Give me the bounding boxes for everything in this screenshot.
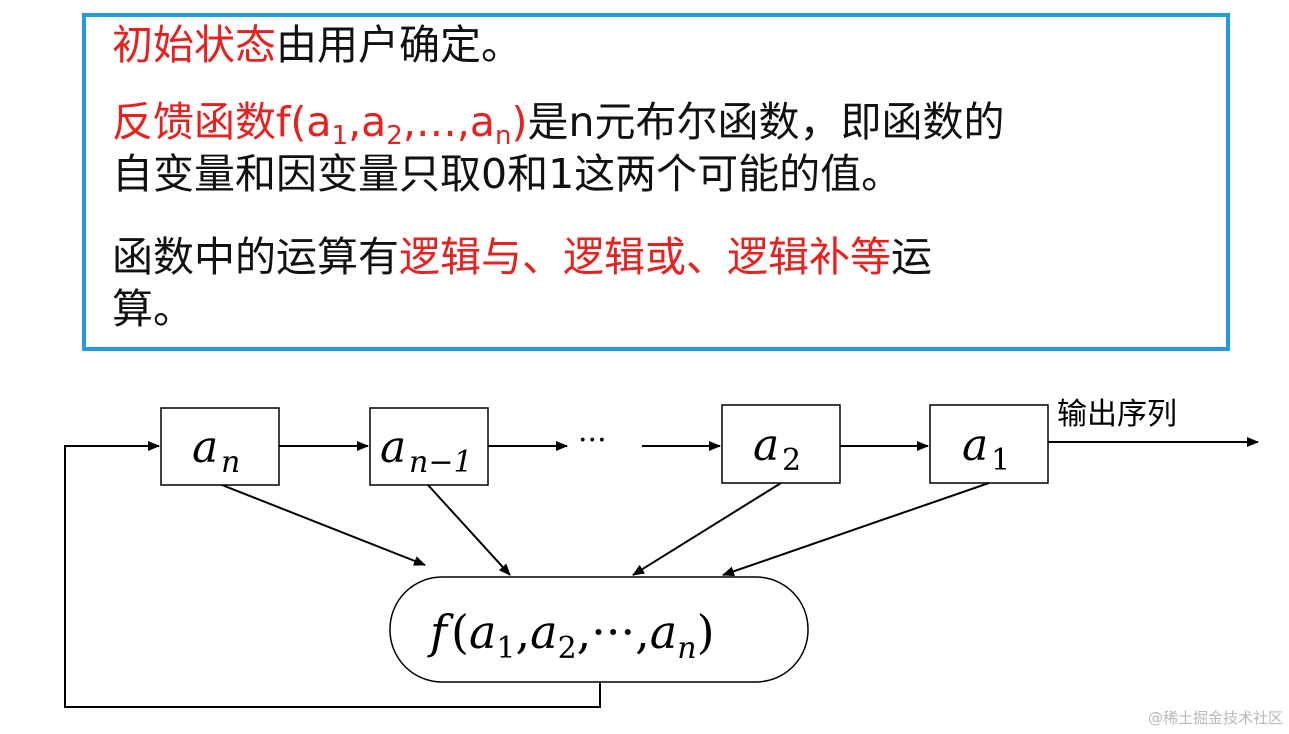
tap-arrow-an xyxy=(221,484,426,566)
ellipsis-label: ··· xyxy=(578,423,607,458)
feedback-loop-line xyxy=(64,441,601,708)
tap-arrow-a1 xyxy=(722,482,990,577)
feedback-function-paragraph: 反馈函数f(a1,a2,…,an)是n元布尔函数，即函数的自变量和因变量只取0和… xyxy=(112,98,1005,198)
watermark: @稀土掘金技术社区 xyxy=(1147,709,1283,727)
initial-state-line: 初始状态由用户确定。 xyxy=(112,21,522,69)
svg-text:n: n xyxy=(221,445,240,480)
tap-arrow-an-1 xyxy=(427,484,511,576)
tap-arrow-a2 xyxy=(632,482,782,576)
svg-text:a: a xyxy=(962,420,988,471)
svg-text:2: 2 xyxy=(782,443,801,478)
output-sequence-label: 输出序列 xyxy=(1057,397,1177,432)
operations-paragraph: 函数中的运算有逻辑与、逻辑或、逻辑补等运算。 xyxy=(112,233,932,333)
text-panel: 初始状态由用户确定。 反馈函数f(a1,a2,…,an)是n元布尔函数，即函数的… xyxy=(82,13,1230,351)
register-cell-an: a n xyxy=(160,407,280,486)
svg-text:a: a xyxy=(380,422,406,473)
register-cell-an-1: a n−1 xyxy=(369,407,489,486)
svg-text:n−1: n−1 xyxy=(409,445,473,480)
svg-text:1: 1 xyxy=(991,443,1010,478)
register-cell-a1: a 1 xyxy=(929,404,1049,484)
register-cell-a2: a 2 xyxy=(721,404,841,484)
feedback-function-block: f(a1,a2,···,an) xyxy=(389,576,809,683)
svg-text:a: a xyxy=(192,422,218,473)
svg-text:a: a xyxy=(753,420,779,471)
